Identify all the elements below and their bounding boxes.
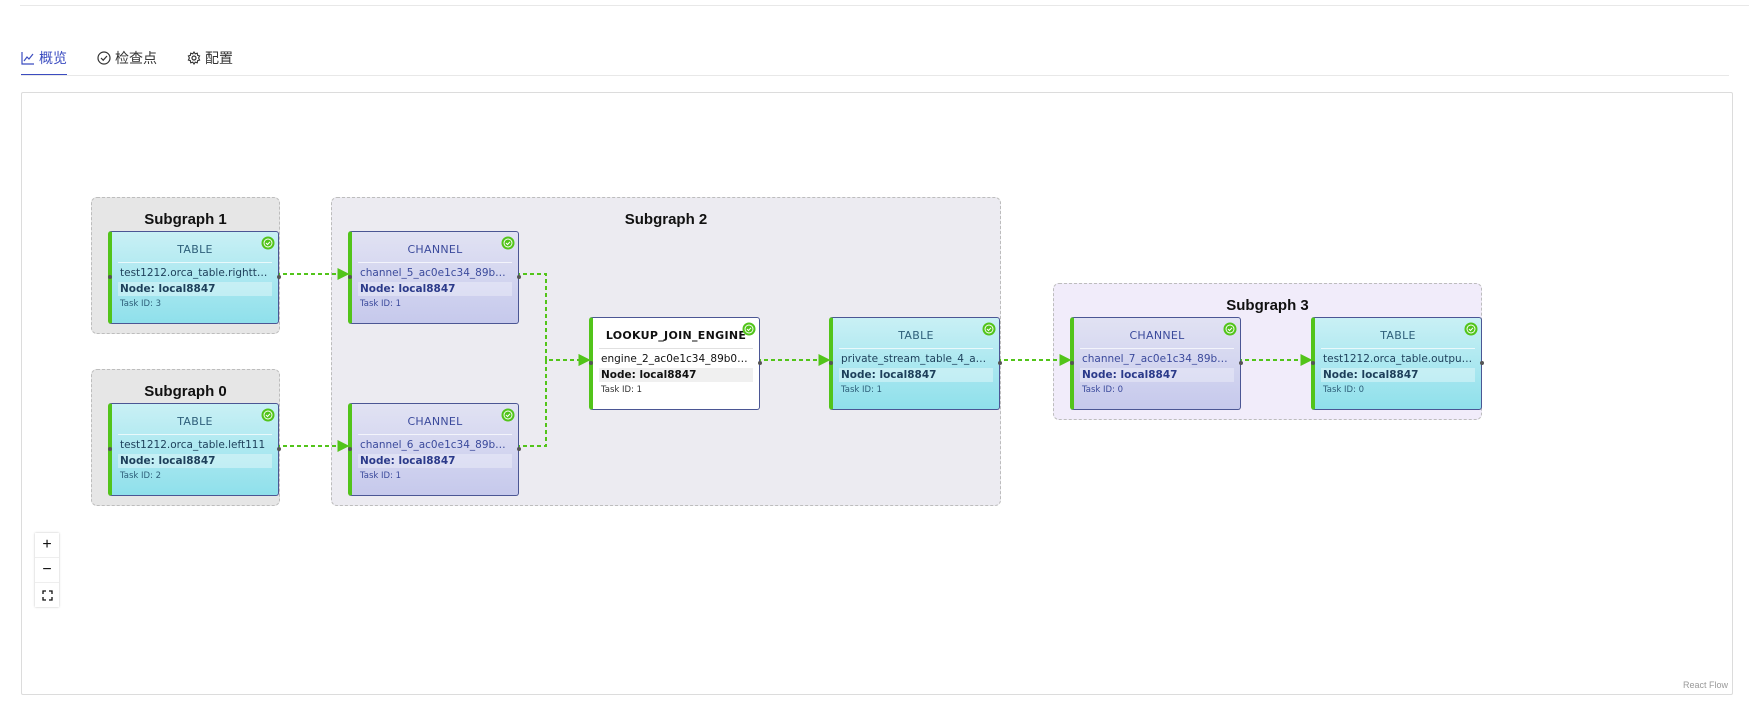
- node-name: channel_6_ac0e1c34_89b0_79a5: [360, 439, 510, 451]
- output-handle[interactable]: [1480, 361, 1484, 365]
- flow-node-table[interactable]: TABLE test1212.orca_table.output11 Node:…: [1311, 317, 1484, 410]
- node-type: TABLE: [898, 329, 934, 342]
- node-name: test1212.orca_table.righttb111: [120, 267, 270, 279]
- node-name: test1212.orca_table.left111: [120, 439, 266, 451]
- input-handle[interactable]: [108, 447, 112, 451]
- node-name: private_stream_table_4_ac0e1c34: [841, 353, 991, 365]
- node-task-id: Task ID: 1: [360, 471, 402, 481]
- node-name: channel_7_ac0e1c34_89b0_79a5: [1082, 353, 1232, 365]
- output-handle[interactable]: [277, 447, 281, 451]
- fit-view-icon: [41, 589, 53, 601]
- node-host: Node: local8847: [118, 282, 272, 296]
- zoom-in-button[interactable]: +: [35, 533, 59, 558]
- subgraph-title: Subgraph 2: [624, 211, 708, 228]
- input-handle[interactable]: [108, 275, 112, 279]
- tab-label: 配置: [205, 50, 233, 66]
- node-task-id: Task ID: 3: [120, 299, 162, 309]
- top-divider: [20, 5, 1749, 6]
- subgraph-title: Subgraph 1: [144, 211, 227, 228]
- subgraph-title: Subgraph 3: [1226, 297, 1309, 314]
- node-task-id: Task ID: 0: [1323, 385, 1365, 395]
- output-handle[interactable]: [277, 275, 281, 279]
- input-handle[interactable]: [348, 275, 352, 279]
- input-handle[interactable]: [1070, 361, 1074, 365]
- node-divider: [1321, 348, 1475, 349]
- node-type: TABLE: [177, 415, 213, 428]
- node-host: Node: local8847: [358, 454, 512, 468]
- node-host: Node: local8847: [1080, 368, 1234, 382]
- gear-icon: [187, 51, 201, 65]
- minus-icon: −: [42, 561, 52, 578]
- tab-checkpoints[interactable]: 检查点: [97, 42, 157, 74]
- status-check-icon: [982, 322, 996, 336]
- status-check-icon: [261, 408, 275, 422]
- flow-node-table[interactable]: TABLE private_stream_table_4_ac0e1c34 No…: [829, 317, 1002, 410]
- output-handle[interactable]: [517, 447, 521, 451]
- status-check-icon: [1223, 322, 1237, 336]
- node-task-id: Task ID: 0: [1082, 385, 1124, 395]
- flow-node-channel[interactable]: CHANNEL channel_5_ac0e1c34_89b0_79a5 Nod…: [348, 231, 521, 324]
- plus-icon: +: [42, 536, 52, 553]
- node-task-id: Task ID: 2: [120, 471, 162, 481]
- node-host: Node: local8847: [1321, 368, 1475, 382]
- node-name: channel_5_ac0e1c34_89b0_79a5: [360, 267, 510, 279]
- node-host: Node: local8847: [118, 454, 272, 468]
- flow-node-channel[interactable]: CHANNEL channel_7_ac0e1c34_89b0_79a5 Nod…: [1070, 317, 1243, 410]
- tab-overview[interactable]: 概览: [21, 42, 67, 76]
- react-flow-attribution[interactable]: React Flow: [1682, 680, 1728, 690]
- node-divider: [599, 348, 753, 349]
- node-type: CHANNEL: [407, 243, 463, 256]
- flow-node-channel[interactable]: CHANNEL channel_6_ac0e1c34_89b0_79a5 Nod…: [348, 403, 521, 496]
- status-check-icon: [1464, 322, 1478, 336]
- node-divider: [839, 348, 993, 349]
- input-handle[interactable]: [589, 361, 593, 365]
- node-divider: [118, 262, 272, 263]
- node-divider: [1080, 348, 1234, 349]
- status-check-icon: [501, 408, 515, 422]
- flow-node-table[interactable]: TABLE test1212.orca_table.left111 Node: …: [108, 403, 281, 496]
- node-name: test1212.orca_table.output11: [1323, 353, 1473, 365]
- tabs-divider: [21, 75, 1729, 76]
- tab-label: 概览: [39, 50, 67, 66]
- node-task-id: Task ID: 1: [360, 299, 402, 309]
- check-circle-icon: [97, 51, 111, 65]
- node-task-id: Task ID: 1: [841, 385, 883, 395]
- node-divider: [358, 434, 512, 435]
- node-name: engine_2_ac0e1c34_89b0_79a5: [601, 353, 751, 365]
- output-handle[interactable]: [758, 361, 762, 365]
- input-handle[interactable]: [829, 361, 833, 365]
- node-host: Node: local8847: [358, 282, 512, 296]
- zoom-out-button[interactable]: −: [35, 558, 59, 583]
- node-type: CHANNEL: [1129, 329, 1185, 342]
- node-type: LOOKUP_JOIN_ENGINE: [605, 329, 747, 342]
- status-check-icon: [501, 236, 515, 250]
- output-handle[interactable]: [517, 275, 521, 279]
- input-handle[interactable]: [1311, 361, 1315, 365]
- output-handle[interactable]: [998, 361, 1002, 365]
- node-host: Node: local8847: [599, 368, 753, 382]
- line-chart-icon: [21, 52, 34, 65]
- output-handle[interactable]: [1239, 361, 1243, 365]
- flow-node-engine[interactable]: LOOKUP_JOIN_ENGINE engine_2_ac0e1c34_89b…: [589, 317, 762, 410]
- flow-canvas[interactable]: Subgraph 1 Subgraph 0 Subgraph 2 Subgrap…: [21, 92, 1733, 695]
- node-host: Node: local8847: [839, 368, 993, 382]
- flow-controls: + −: [35, 533, 59, 607]
- node-type: TABLE: [177, 243, 213, 256]
- node-task-id: Task ID: 1: [601, 385, 643, 395]
- flow-node-table[interactable]: TABLE test1212.orca_table.righttb111 Nod…: [108, 231, 281, 324]
- input-handle[interactable]: [348, 447, 352, 451]
- tab-bar: 概览 检查点 配置: [21, 42, 263, 76]
- subgraph-title: Subgraph 0: [144, 383, 227, 400]
- node-type: CHANNEL: [407, 415, 463, 428]
- node-divider: [358, 262, 512, 263]
- status-check-icon: [261, 236, 275, 250]
- node-divider: [118, 434, 272, 435]
- tab-settings[interactable]: 配置: [187, 42, 233, 74]
- fit-view-button[interactable]: [35, 583, 59, 607]
- node-type: TABLE: [1380, 329, 1416, 342]
- tab-label: 检查点: [115, 50, 157, 66]
- status-check-icon: [742, 322, 756, 336]
